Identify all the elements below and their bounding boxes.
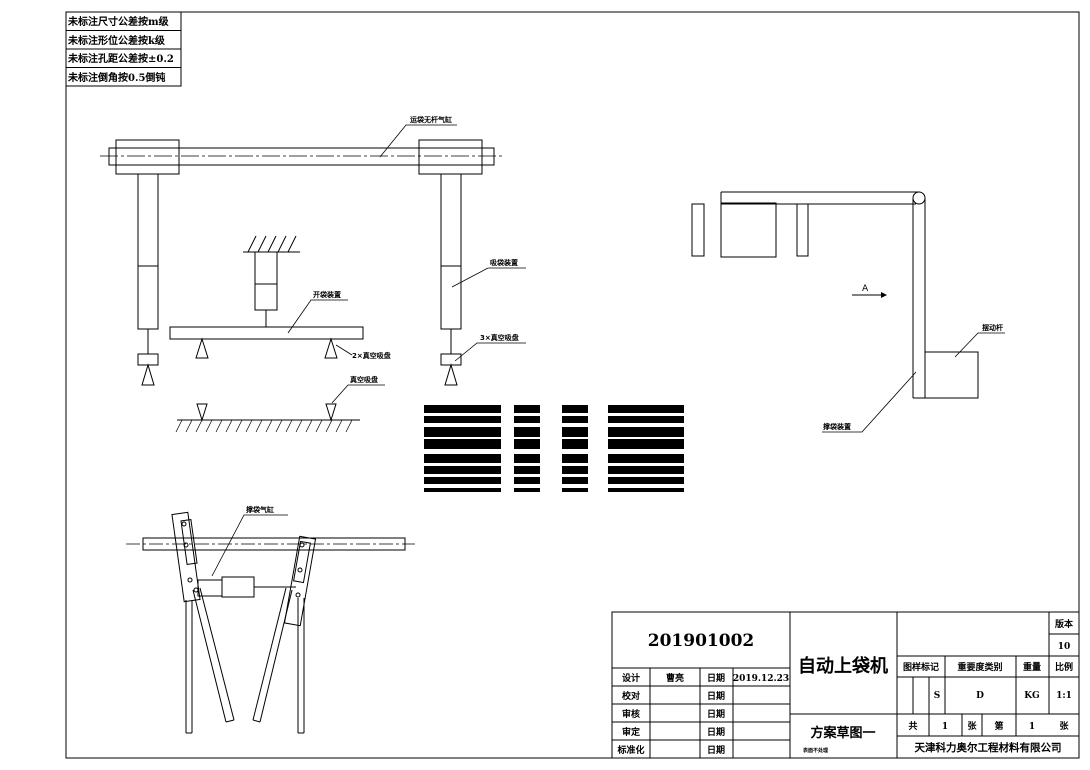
company-name: 天津科力奥尔工程材料有限公司 — [915, 741, 1062, 754]
row-standard-date-label: 日期 — [707, 744, 725, 756]
row-check-date-label: 日期 — [707, 690, 725, 702]
row-approve-date-label: 日期 — [707, 726, 725, 738]
total-value: 1 — [942, 722, 948, 732]
sheet-unit: 张 — [1059, 720, 1069, 732]
row-design-role: 设计 — [622, 672, 640, 684]
side-view-assembly — [691, 191, 979, 399]
label-swing-rod: 摆动杆 — [982, 323, 1003, 332]
sheet-note: 表面不处理 — [802, 747, 828, 754]
label-suction-device: 吸袋装置 — [490, 258, 518, 267]
weight-value: KG — [1024, 691, 1040, 701]
left-carriage-block — [115, 139, 180, 175]
sheet-frame — [65, 11, 1080, 759]
importance-value: D — [976, 691, 984, 701]
row-design-name: 曹亮 — [666, 672, 684, 684]
pattern-mark-value: S — [934, 691, 941, 701]
scale-label: 比例 — [1055, 661, 1073, 673]
label-suction-cups-2: 2×真空吸盘 — [352, 351, 391, 360]
right-carriage-block — [418, 139, 483, 175]
label-rodless-cylinder: 运袋无杆气缸 — [410, 115, 452, 124]
label-bag-open-device: 开袋装置 — [313, 290, 341, 299]
label-bag-support-cylinder: 撑袋气缸 — [246, 505, 274, 514]
view-arrow-a-label: A — [862, 284, 869, 294]
label-bag-support-device: 撑袋装置 — [823, 422, 851, 431]
total-unit: 张 — [967, 720, 977, 732]
product-name: 自动上袋机 — [798, 655, 888, 677]
notes-table: 未标注尺寸公差按m级 未标注形位公差按k级 未标注孔距公差按±0.2 未标注倒角… — [65, 11, 182, 87]
row-standard-role: 标准化 — [616, 744, 644, 756]
version-label: 版本 — [1054, 618, 1074, 630]
label-suction-cups-3: 3×真空吸盘 — [480, 333, 519, 342]
bag-stack — [424, 405, 684, 492]
weight-label: 重量 — [1023, 661, 1041, 673]
total-label: 共 — [908, 720, 917, 732]
label-vacuum-cup: 真空吸盘 — [350, 375, 378, 384]
row-approve-role: 审定 — [622, 726, 641, 738]
note-2: 未标注形位公差按k级 — [67, 34, 166, 47]
bag-support-mechanism — [126, 511, 415, 734]
row-review-date-label: 日期 — [707, 708, 725, 720]
note-1: 未标注尺寸公差按m级 — [67, 15, 170, 28]
importance-label: 重要度类别 — [957, 661, 1002, 673]
sheet-title: 方案草图一 — [810, 725, 875, 741]
pattern-mark-label: 图样标记 — [903, 661, 939, 673]
note-4: 未标注倒角按0.5倒钝 — [67, 71, 165, 84]
drawing-number: 201901002 — [648, 631, 754, 651]
row-review-role: 审核 — [622, 708, 640, 720]
sheet-label: 第 — [994, 720, 1003, 732]
gantry-assembly — [100, 139, 505, 433]
row-design-date-label: 日期 — [707, 672, 725, 684]
row-check-role: 校对 — [622, 690, 640, 702]
title-block — [611, 611, 1080, 759]
scale-value: 1:1 — [1056, 691, 1072, 701]
note-3: 未标注孔距公差按±0.2 — [67, 52, 174, 65]
version-value: 10 — [1058, 642, 1071, 652]
row-design-date: 2019.12.23 — [733, 674, 789, 684]
sheet-value: 1 — [1029, 722, 1035, 732]
